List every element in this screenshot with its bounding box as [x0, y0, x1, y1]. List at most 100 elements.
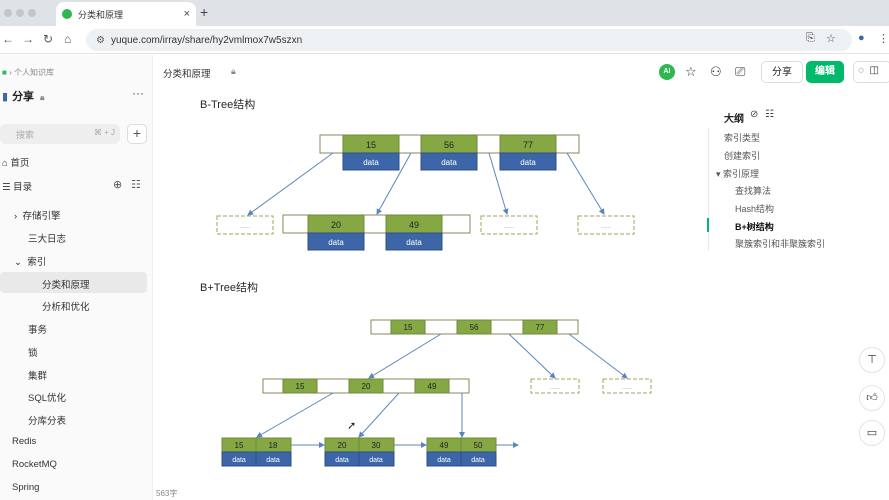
sidebar-item-classification[interactable]: 分类和原理 — [42, 280, 90, 291]
comment-and-layout-group[interactable]: ◌ ◫ — [853, 61, 889, 83]
ai-assistant-icon[interactable]: AI — [659, 64, 675, 80]
sidebar-item-catalog[interactable]: ☰ 目录 — [2, 179, 32, 193]
outline-item-bplus-tree[interactable]: B+树结构 — [735, 222, 774, 232]
sidebar-item-home[interactable]: ⌂ 首页 — [2, 155, 29, 169]
sidebar-item-sql-optimization[interactable]: SQL优化 — [28, 393, 67, 404]
outline-item-index-types[interactable]: 索引类型 — [724, 133, 761, 143]
locate-icon[interactable]: ⊕ — [113, 179, 123, 191]
btree-data-label: data — [441, 158, 457, 167]
btree-placeholder-node — [480, 215, 538, 235]
layout-icon[interactable]: ◫ — [869, 65, 879, 76]
bplus-mid-key-cell — [414, 378, 450, 394]
bplus-leaf-key-label: 18 — [269, 441, 278, 450]
outline-item-search-algorithm[interactable]: 查找算法 — [735, 186, 772, 196]
like-icon[interactable]: 👍︎ — [859, 385, 885, 411]
site-settings-icon[interactable]: ⚙ — [96, 34, 105, 46]
btree-placeholder-label: ...... — [504, 224, 514, 230]
add-button[interactable]: + — [127, 124, 147, 144]
tab-close-icon[interactable]: × — [183, 8, 190, 20]
bplus-data-label: data — [369, 457, 383, 464]
lock-icon: 🔒︎ — [40, 93, 45, 102]
window-minimize-dot[interactable] — [16, 9, 24, 17]
sidebar-item-analysis[interactable]: 分析和优化 — [42, 302, 90, 313]
reload-icon[interactable]: ↻ — [43, 32, 54, 46]
bplus-pointer-arrow — [368, 333, 442, 379]
btree-placeholder-node — [577, 215, 635, 235]
lock-icon: 🔒︎ — [231, 66, 236, 76]
sidebar-item-spring[interactable]: Spring — [12, 482, 40, 493]
btree-child-key-label: 20 — [331, 220, 341, 230]
sidebar-item-lock[interactable]: 锁 — [28, 348, 38, 359]
btree-data-label: data — [406, 238, 422, 247]
bplus-placeholder-node — [602, 378, 652, 394]
window-close-dot[interactable] — [4, 9, 12, 17]
sidebar-item-rocketmq[interactable]: RocketMQ — [12, 459, 57, 470]
bplus-root-key-cell — [522, 319, 558, 335]
collapse-arrow-icon[interactable]: ⌄ — [14, 257, 22, 268]
expand-arrow-icon[interactable]: › — [14, 211, 18, 222]
sidebar-item-index[interactable]: ⌄ 索引 — [14, 254, 46, 268]
btree-pointer-arrow — [376, 152, 412, 215]
outline-list-icon[interactable]: ☷ — [765, 109, 774, 120]
sidebar-item-redis[interactable]: Redis — [12, 436, 37, 447]
bookmark-star-icon[interactable]: ☆ — [826, 33, 836, 45]
bplus-placeholder-label: ...... — [550, 385, 560, 391]
btree-placeholder-label: ...... — [240, 224, 250, 230]
favorite-star-icon[interactable]: ☆ — [685, 64, 697, 79]
edit-button[interactable]: 编辑 — [806, 61, 844, 83]
breadcrumb[interactable]: ■ › 个人知识库 — [2, 68, 54, 77]
comment-icon[interactable]: ▭ — [859, 420, 885, 446]
search-input[interactable]: 搜索 ⌘ + J — [0, 124, 120, 144]
back-to-top-icon[interactable]: ⊤ — [859, 347, 885, 373]
collaborator-icon[interactable]: ⚇ — [710, 64, 722, 79]
collapse-arrow-icon[interactable]: ▾ — [716, 169, 721, 179]
browser-tab-bar: 分类和原理 × + — [0, 0, 889, 26]
btree-child-data-cell — [385, 232, 443, 251]
tab-title: 分类和原理 — [78, 9, 124, 20]
address-bar[interactable]: ⚙ yuque.com/irray/share/hy2vmlmox7w5szxn — [86, 29, 852, 51]
list-view-icon[interactable]: ☷ — [131, 179, 141, 191]
bplus-data-label: data — [437, 457, 451, 464]
bplus-pointer-arrow — [256, 392, 334, 438]
btree-root-data-cell — [499, 152, 557, 171]
forward-icon[interactable]: → — [22, 32, 34, 46]
bplus-tree-diagram: 15 56 77 15 20 49 ...... ...... 15 18 da… — [221, 319, 652, 467]
install-app-icon[interactable]: ⎘ — [806, 32, 815, 44]
sidebar-item-logs[interactable]: 三大日志 — [28, 234, 67, 245]
window-maximize-dot[interactable] — [28, 9, 36, 17]
outline-item-create-index[interactable]: 创建索引 — [724, 151, 761, 161]
btree-placeholder-node — [216, 215, 274, 235]
home-icon[interactable]: ⌂ — [64, 32, 72, 46]
comment-icon[interactable]: ◌ — [858, 65, 864, 76]
word-count: 563字 — [156, 489, 178, 498]
space-title[interactable]: ▮分享 🔒︎ — [2, 88, 44, 104]
share-button[interactable]: 分享 — [761, 61, 803, 83]
outline-item-label: 索引原理 — [723, 169, 760, 179]
sidebar-item-cluster[interactable]: 集群 — [28, 371, 48, 382]
more-options-icon[interactable]: ··· — [132, 86, 144, 100]
bplus-pointer-arrow — [568, 333, 628, 379]
browser-menu-icon[interactable]: ⋮ — [878, 33, 889, 45]
back-icon[interactable]: ← — [2, 32, 14, 46]
hide-outline-icon[interactable]: ⊘ — [750, 109, 759, 120]
outline-item-index-principle[interactable]: ▾ 索引原理 — [716, 167, 759, 180]
btree-pointer-arrow — [247, 152, 334, 216]
sidebar-item-sharding[interactable]: 分库分表 — [28, 416, 67, 427]
outline-item-hash[interactable]: Hash结构 — [735, 204, 775, 214]
bplus-leaf-node: 49 50 data data — [426, 437, 497, 467]
bplus-leaf-data-cell — [255, 451, 292, 467]
btree-root-data-cell — [420, 152, 478, 171]
outline-item-clustered-index[interactable]: 聚簇索引和非聚簇索引 — [735, 239, 826, 249]
btree-data-label: data — [328, 238, 344, 247]
present-icon[interactable]: ⎚ — [735, 64, 746, 79]
profile-avatar-icon[interactable]: ● — [858, 32, 865, 44]
bplus-leaf-node: 15 18 data data — [221, 437, 292, 467]
bplus-leaf-node: 20 30 data data — [324, 437, 395, 467]
new-tab-button[interactable]: + — [200, 4, 209, 20]
sidebar-item-transaction[interactable]: 事务 — [28, 325, 48, 336]
bplus-mid-key-label: 15 — [296, 382, 305, 391]
sidebar-item-storage-engine[interactable]: › 存储引擎 — [14, 208, 60, 222]
btree-pointer-arrow — [488, 152, 509, 215]
browser-tab[interactable]: 分类和原理 × — [56, 2, 196, 26]
url-text: yuque.com/irray/share/hy2vmlmox7w5szxn — [110, 34, 303, 46]
